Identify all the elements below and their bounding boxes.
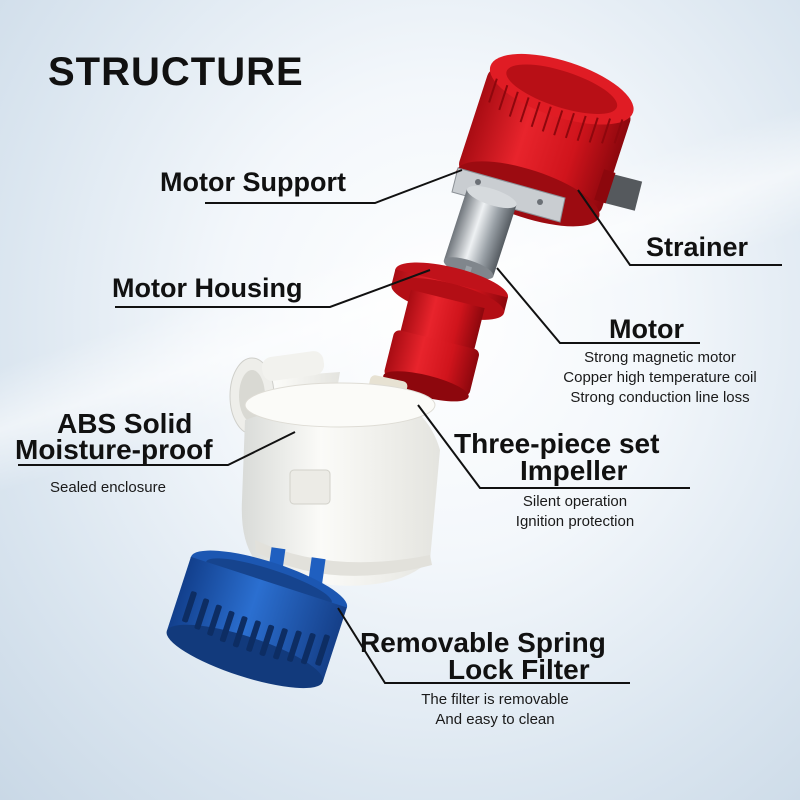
leader-motor-housing [115, 269, 431, 308]
leader-impeller [417, 404, 690, 489]
label-abs-line1: ABS Solid [57, 408, 193, 439]
motor-desc-line: Strong magnetic motor [584, 349, 736, 366]
motor-part [443, 185, 517, 285]
motor-desc-line: Strong conduction line loss [570, 389, 750, 406]
leader-motor-support [205, 169, 463, 204]
filter-desc-line: The filter is removable [421, 691, 569, 708]
leader-motor [496, 267, 700, 344]
leader-filter [337, 607, 630, 684]
label-strainer: Strainer [646, 232, 749, 262]
impeller-description: Silent operation Ignition protection [485, 492, 665, 532]
filter-desc-line: And easy to clean [435, 711, 555, 728]
label-motor-housing: Motor Housing [112, 273, 303, 303]
label-filter-line2: Lock Filter [448, 654, 590, 685]
motor-housing-part [383, 262, 509, 402]
page-title: STRUCTURE [48, 50, 304, 94]
motor-desc-line: Copper high temperature coil [563, 369, 757, 386]
abs-body-part [229, 351, 440, 611]
motor-description: Strong magnetic motor Copper high temper… [540, 348, 780, 408]
label-motor: Motor [609, 314, 684, 344]
impeller-desc-line: Ignition protection [515, 513, 635, 530]
label-filter-line1: Removable Spring [360, 627, 606, 658]
leader-lines [18, 169, 782, 684]
label-abs-line2: Moisture-proof [15, 434, 213, 465]
label-motor-support: Motor Support [160, 167, 346, 197]
motor-support-part [451, 167, 566, 223]
abs-description: Sealed enclosure [50, 479, 166, 496]
impeller-desc-line: Silent operation [522, 493, 628, 510]
label-impeller-line2: Impeller [520, 455, 628, 486]
filter-part [166, 550, 348, 689]
leader-strainer [577, 189, 782, 266]
label-impeller-line1: Three-piece set [454, 428, 660, 459]
leader-abs [18, 431, 296, 466]
filter-description: The filter is removable And easy to clea… [395, 690, 595, 730]
